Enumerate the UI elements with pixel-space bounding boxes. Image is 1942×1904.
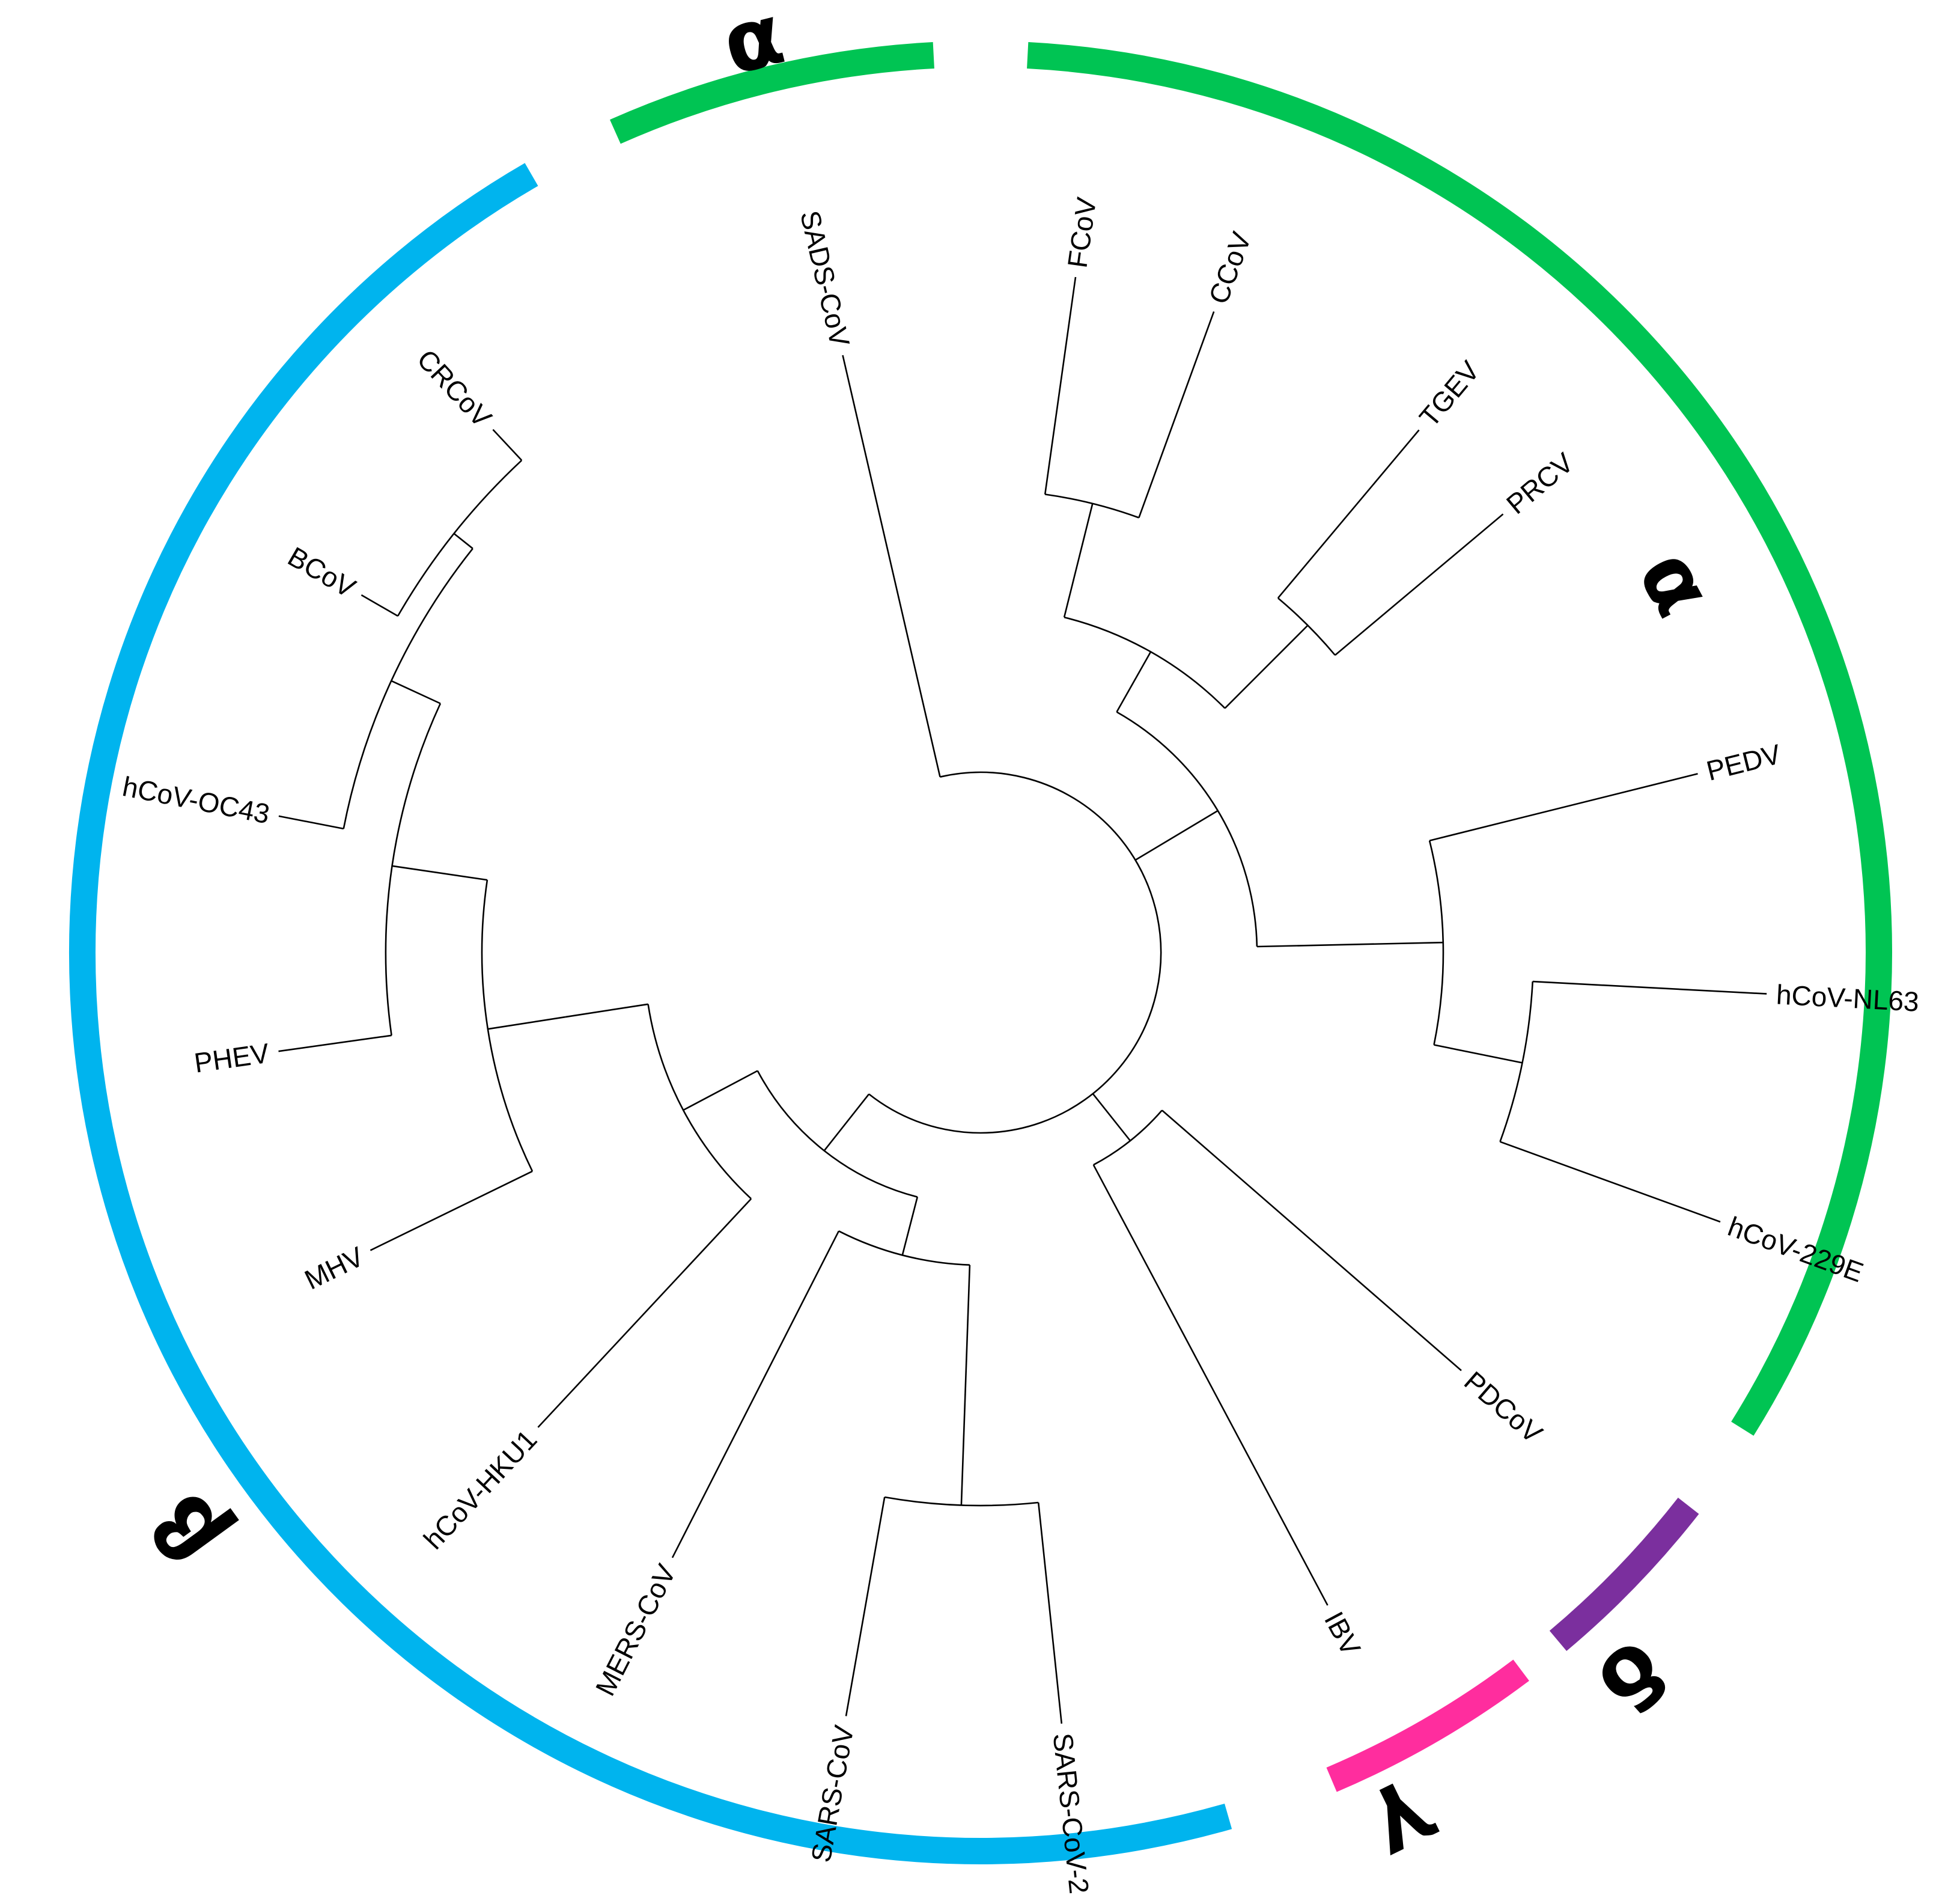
branch-tgev — [1277, 429, 1420, 599]
branch-sads — [842, 355, 941, 777]
leaf-label-bcov: BCoV — [283, 540, 361, 603]
branch-mhv-group — [487, 1016, 565, 1030]
branch-embeco — [683, 1070, 758, 1111]
leaf-label-mers: MERS-CoV — [589, 1559, 682, 1701]
leaf-label-oc43: hCoV-OC43 — [120, 770, 272, 829]
branch-fcov — [1044, 276, 1077, 495]
branch-alpha-sub-a — [1116, 651, 1152, 713]
branch-tgev-prcv — [1224, 624, 1309, 709]
genus-label-delta: δ — [1578, 1620, 1687, 1732]
branch-mers — [671, 1230, 840, 1558]
node-arc-oc43-group — [342, 548, 473, 829]
branch-ibv — [1092, 1164, 1329, 1606]
genus-arc-gamma — [1326, 1659, 1529, 1792]
branch-mhv — [370, 1170, 533, 1251]
branch-bcov — [361, 594, 398, 617]
node-arc-bcov-crcov — [397, 459, 523, 617]
leaf-label-mhv: MHV — [300, 1240, 369, 1296]
node-arc-phev-group — [385, 703, 442, 1036]
leaf-label-fcov: FCoV — [1061, 195, 1102, 270]
branch-sars — [845, 1497, 886, 1716]
genus-arc-delta — [1549, 1497, 1699, 1652]
leaf-label-phev: PHEV — [192, 1037, 272, 1079]
node-arc-delta-gamma — [1093, 1109, 1163, 1166]
node-arc-sars-group — [884, 1496, 1039, 1507]
branch-beta-clade — [823, 1093, 870, 1152]
leaf-label-pdcov: PDCoV — [1458, 1365, 1548, 1449]
branch-nl63 — [1532, 980, 1767, 995]
branch-fcov-ccov — [1063, 503, 1094, 618]
node-arc-embeco — [647, 1004, 752, 1200]
branch-crcov — [492, 429, 523, 461]
node-arc-tgev-prcv — [1277, 597, 1336, 656]
branch-pdcov — [1161, 1109, 1462, 1372]
branch-pedv — [1429, 773, 1698, 841]
branch-alpha-sub-b — [1256, 941, 1443, 948]
node-arc-root — [868, 771, 1162, 1134]
branch-embeco-sub — [565, 1003, 648, 1018]
node-arc-alpha-clade — [1116, 711, 1258, 947]
branch-sars2 — [1037, 1502, 1063, 1724]
branch-sarbeco-merbeco — [901, 1197, 919, 1256]
genus-arcs — [68, 42, 1892, 1865]
leaf-label-nl63: hCoV-NL63 — [1776, 978, 1920, 1017]
leaf-label-ccov: CCoV — [1202, 228, 1257, 308]
branch-sars-group — [960, 1265, 971, 1506]
tree-branches — [278, 276, 1767, 1724]
genus-label-gamma: γ — [1360, 1771, 1455, 1884]
genus-arc-beta — [68, 163, 1232, 1865]
leaf-label-prcv: PRCV — [1500, 447, 1580, 520]
leaf-label-crcov: CRCoV — [411, 343, 498, 433]
node-arc-alpha-sub-b — [1428, 840, 1444, 1045]
branch-alpha-clade — [1134, 810, 1219, 861]
leaf-label-tgev: TGEV — [1413, 355, 1486, 433]
branch-bcov-crcov — [453, 532, 473, 549]
branch-phev — [278, 1034, 392, 1052]
node-arc-fcov-ccov — [1045, 493, 1139, 519]
branch-delta-gamma — [1092, 1093, 1131, 1141]
leaf-label-hku1: hCoV-HKU1 — [418, 1424, 543, 1555]
branch-ccov — [1138, 311, 1215, 518]
leaf-label-sars2: SARS-CoV-2 — [1047, 1732, 1095, 1895]
node-arc-alpha-sub-a — [1064, 616, 1226, 709]
genus-arc-alpha-main — [1027, 42, 1892, 1436]
branch-e229 — [1500, 1141, 1721, 1223]
node-arc-beta-clade — [756, 1070, 918, 1198]
leaf-label-sads: SADS-CoV — [794, 208, 856, 350]
node-arc-mhv-group — [481, 879, 534, 1172]
branch-hku1 — [537, 1198, 752, 1428]
leaf-label-ibv: IBV — [1318, 1606, 1367, 1661]
genus-label-alpha-main: α — [1619, 534, 1732, 631]
branch-phev-group — [392, 865, 488, 881]
branch-nl63-229e — [1434, 1044, 1523, 1064]
branch-oc43 — [278, 815, 344, 830]
node-arc-nl63-229e — [1499, 981, 1533, 1143]
node-arc-sarbeco-merbeco — [838, 1230, 970, 1266]
leaf-label-pedv: PEDV — [1703, 738, 1784, 787]
genus-label-beta: β — [131, 1475, 246, 1582]
branch-oc43-group — [391, 680, 441, 704]
branch-prcv — [1335, 513, 1504, 656]
genus-arc-alpha-top — [609, 42, 934, 144]
